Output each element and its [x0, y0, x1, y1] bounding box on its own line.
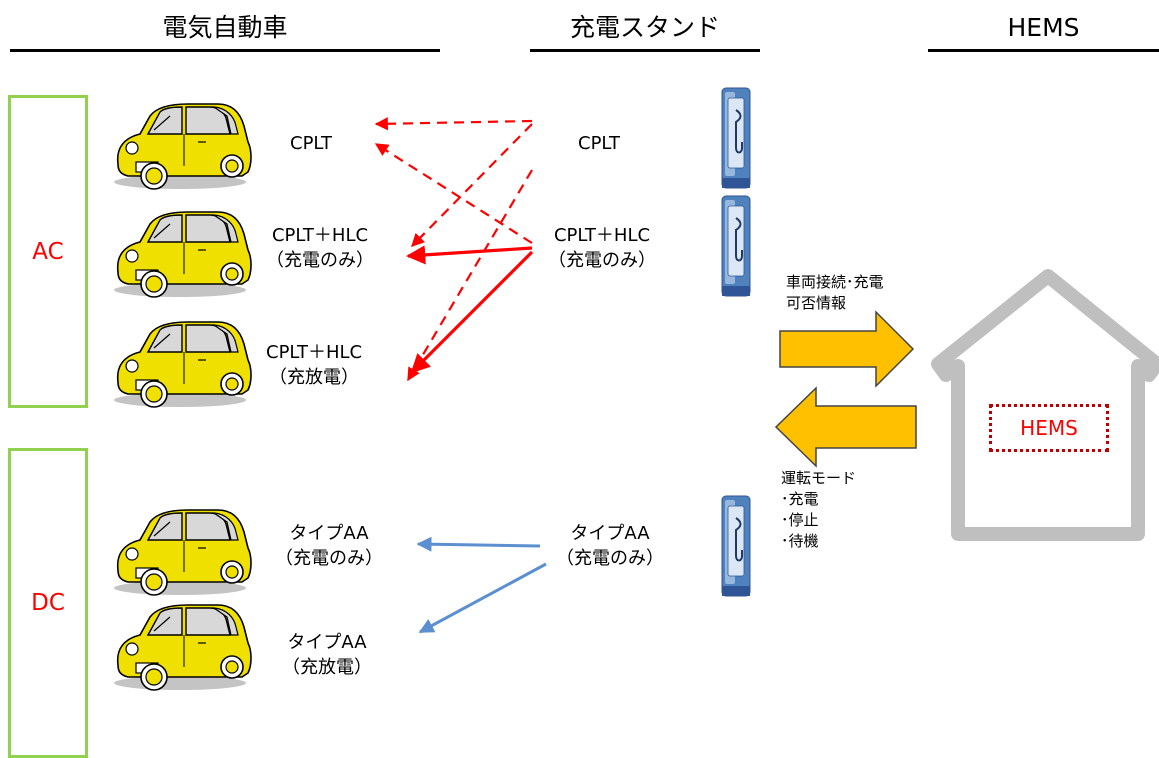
group-ac-label: AC [32, 238, 64, 265]
ac-dashed-arrows [374, 117, 533, 382]
info-to-hems-line2: 可否情報 [786, 294, 847, 312]
car-icon [113, 509, 252, 596]
station-label-cplt-hlc-line2: （充電のみ） [548, 250, 656, 271]
station-label-typeaa: タイプAA （充電のみ） [556, 521, 664, 571]
operation-mode-item: ･停止 [781, 511, 819, 529]
station-label-typeaa-line2: （充電のみ） [556, 548, 664, 569]
info-to-hems-line1: 車両接続･充電 [786, 273, 884, 291]
station-label-cplt-hlc-line1: CPLT＋HLC [553, 225, 651, 246]
ev-label-typeaa-v2h-line1: タイプAA [287, 632, 367, 653]
ev-label-cplt-hlc-charge-line1: CPLT＋HLC [271, 225, 369, 246]
group-dc-label: DC [31, 590, 65, 616]
header-ev-label: 電気自動車 [162, 13, 288, 42]
charger-icon [721, 87, 751, 189]
header-ev: 電気自動車 [10, 8, 440, 52]
arrow-right-icon [779, 310, 915, 388]
info-to-hems: 車両接続･充電 可否情報 [786, 272, 884, 314]
header-hems: HEMS [928, 8, 1159, 52]
charger-icon [721, 195, 751, 297]
car-icon [113, 321, 252, 408]
operation-mode-item: ･待機 [781, 532, 819, 550]
charger-icon [721, 495, 751, 597]
ac-solid-arrows [406, 245, 534, 374]
ev-label-cplt-hlc-v2h-line1: CPLT＋HLC [266, 342, 363, 363]
operation-mode-title: 運転モード [781, 469, 857, 487]
hems-box-label: HEMS [1020, 416, 1078, 440]
station-label-typeaa-line1: タイプAA [570, 523, 650, 544]
ev-label-typeaa-v2h-line2: （充放電） [282, 657, 372, 678]
ev-label-cplt-text: CPLT [290, 133, 332, 154]
hems-box: HEMS [989, 404, 1109, 452]
ev-label-typeaa-charge-line2: （充電のみ） [275, 548, 383, 569]
car-icon [113, 103, 252, 190]
header-hems-label: HEMS [1007, 13, 1080, 42]
arrow-left-icon [774, 386, 917, 468]
header-station-underline [530, 49, 760, 52]
ev-label-cplt-hlc-charge-line2: （充電のみ） [266, 250, 374, 271]
ev-label-typeaa-charge-line1: タイプAA [289, 523, 369, 544]
car-icon [113, 211, 252, 298]
ev-label-typeaa-charge: タイプAA （充電のみ） [275, 521, 383, 571]
ev-label-cplt: CPLT [290, 131, 332, 156]
station-label-cplt: CPLT [578, 131, 620, 156]
station-label-cplt-hlc: CPLT＋HLC （充電のみ） [548, 223, 656, 273]
header-ev-underline [10, 49, 440, 52]
ev-label-typeaa-v2h: タイプAA （充放電） [282, 630, 372, 680]
operation-mode-list: 運転モード ･充電 ･停止 ･待機 [781, 468, 856, 552]
ev-label-cplt-hlc-charge: CPLT＋HLC （充電のみ） [266, 223, 374, 273]
dc-arrows [416, 536, 547, 634]
group-ac-box: AC [8, 95, 88, 408]
header-hems-underline [928, 49, 1159, 52]
operation-mode-item: ･充電 [781, 490, 819, 508]
header-station: 充電スタンド [530, 8, 760, 52]
ev-label-cplt-hlc-v2h-line2: （充放電） [269, 367, 360, 388]
header-station-label: 充電スタンド [569, 13, 720, 42]
station-label-cplt-text: CPLT [578, 133, 620, 154]
ev-label-cplt-hlc-v2h: CPLT＋HLC （充放電） [266, 340, 362, 390]
car-icon [113, 604, 252, 691]
group-dc-box: DC [8, 448, 88, 758]
